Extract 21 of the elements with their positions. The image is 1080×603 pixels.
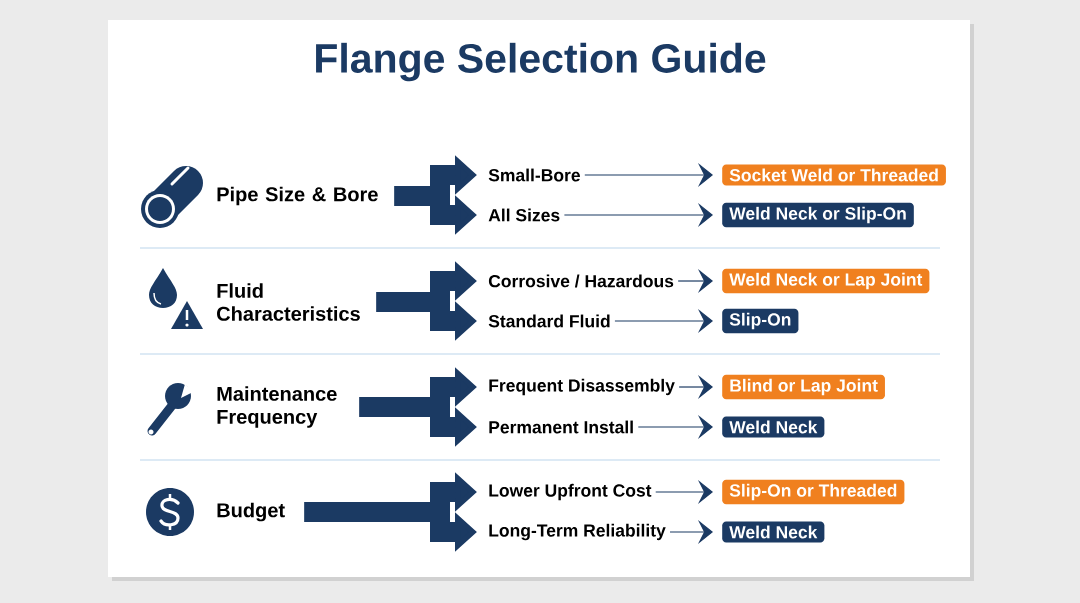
result-badge: Blind or Lap Joint [722, 374, 885, 400]
category-label: Pipe Size & Bore [217, 186, 378, 206]
condition-label: Lower Upfront Cost [489, 483, 652, 501]
result-badge: Weld Neck [722, 416, 825, 438]
condition-label: Standard Fluid [488, 314, 610, 328]
result-badge: Weld Neck or Slip-On [722, 202, 914, 228]
title: Flange Selection Guide [316, 42, 766, 82]
category-label: Maintenance Frequency [217, 386, 337, 428]
category-label: Budget [217, 502, 285, 522]
condition-label: Frequent Disassembly [489, 378, 675, 396]
condition-label: All Sizes [488, 208, 560, 222]
result-badge: Slip-On or Threaded [722, 479, 905, 505]
result-badge: Weld Neck or Lap Joint [722, 268, 930, 294]
condition-label: Corrosive / Hazardous [488, 274, 674, 288]
result-badge: Socket Weld or Threaded [722, 164, 946, 186]
category-label: Fluid Characteristics [217, 283, 360, 321]
result-badge: Weld Neck [722, 521, 825, 543]
result-badge: Slip-On [722, 308, 799, 334]
condition-label: Small-Bore [488, 168, 580, 182]
condition-label: Long-Term Reliability [489, 523, 666, 541]
condition-label: Permanent Install [489, 420, 633, 434]
